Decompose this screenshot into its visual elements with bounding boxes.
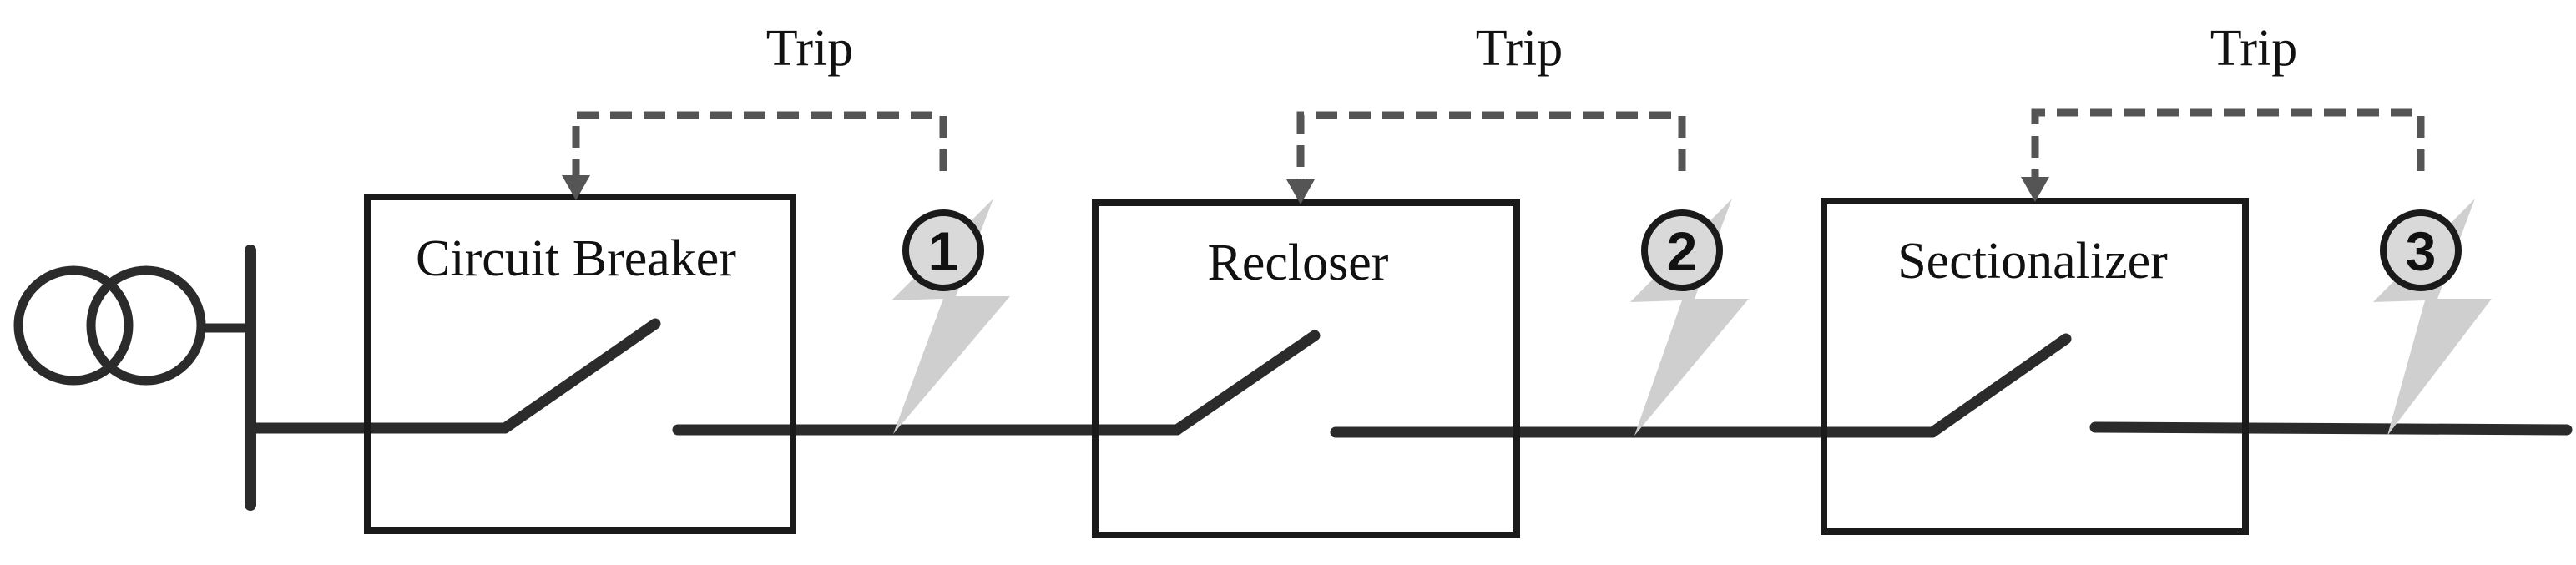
- fault-number-2: 2: [1667, 220, 1698, 282]
- device-label-sectionalizer: Sectionalizer: [1897, 233, 2168, 290]
- fault-number-1: 1: [928, 220, 959, 282]
- lightning-bolt-icon: [1630, 199, 1749, 436]
- trip-label-2: Trip: [1476, 20, 1563, 77]
- recloser-box: [1092, 199, 1520, 538]
- lightning-bolt-icon: [891, 199, 1010, 434]
- lightning-bolt-icon: [2373, 199, 2492, 436]
- device-label-circuit-breaker: Circuit Breaker: [416, 230, 736, 287]
- fault-marker-3: 3: [2380, 209, 2462, 291]
- device-label-recloser: Recloser: [1208, 235, 1389, 291]
- feeder-line: [245, 318, 2573, 438]
- transformer-icon: [13, 265, 206, 386]
- trip-label-1: Trip: [766, 20, 854, 77]
- fault-number-3: 3: [2406, 220, 2437, 282]
- trip-arrow-3: [2021, 108, 2425, 202]
- trip-arrow-1: [562, 111, 947, 200]
- fault-marker-1: 1: [902, 209, 984, 291]
- trip-arrow-2: [1286, 111, 1686, 204]
- trip-label-3: Trip: [2210, 20, 2298, 77]
- fault-marker-2: 2: [1641, 209, 1723, 291]
- circuit-breaker-box: [364, 194, 796, 534]
